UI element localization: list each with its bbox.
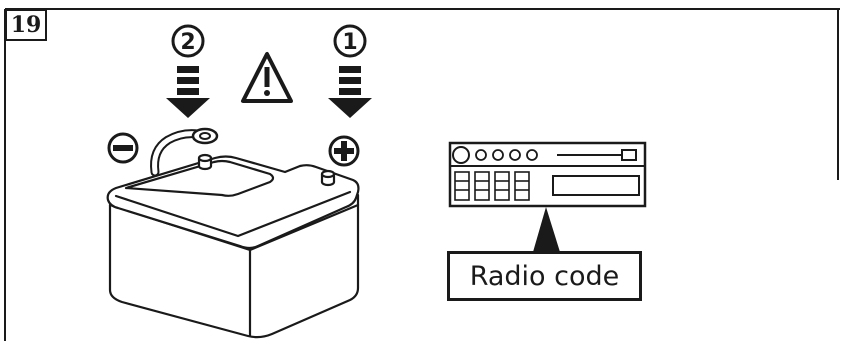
car-radio-illustration: [450, 143, 645, 206]
down-arrow-icon: [328, 66, 372, 118]
radio-code-text: Radio code: [470, 261, 620, 292]
minus-icon: [109, 134, 137, 162]
step-number: 19: [11, 12, 42, 38]
callout-pointer: [533, 207, 560, 252]
battery-illustration: [108, 129, 359, 337]
order-number-1: 1: [342, 30, 357, 55]
warning-triangle-icon: [243, 54, 291, 101]
order-number-2: 2: [180, 30, 195, 55]
order-marker-2: 2: [173, 26, 203, 56]
down-arrow-icon: [166, 66, 210, 118]
radio-code-label: Radio code: [447, 251, 642, 301]
step-number-badge: 19: [5, 9, 47, 41]
plus-icon: [330, 137, 358, 165]
order-marker-1: 1: [335, 26, 365, 56]
